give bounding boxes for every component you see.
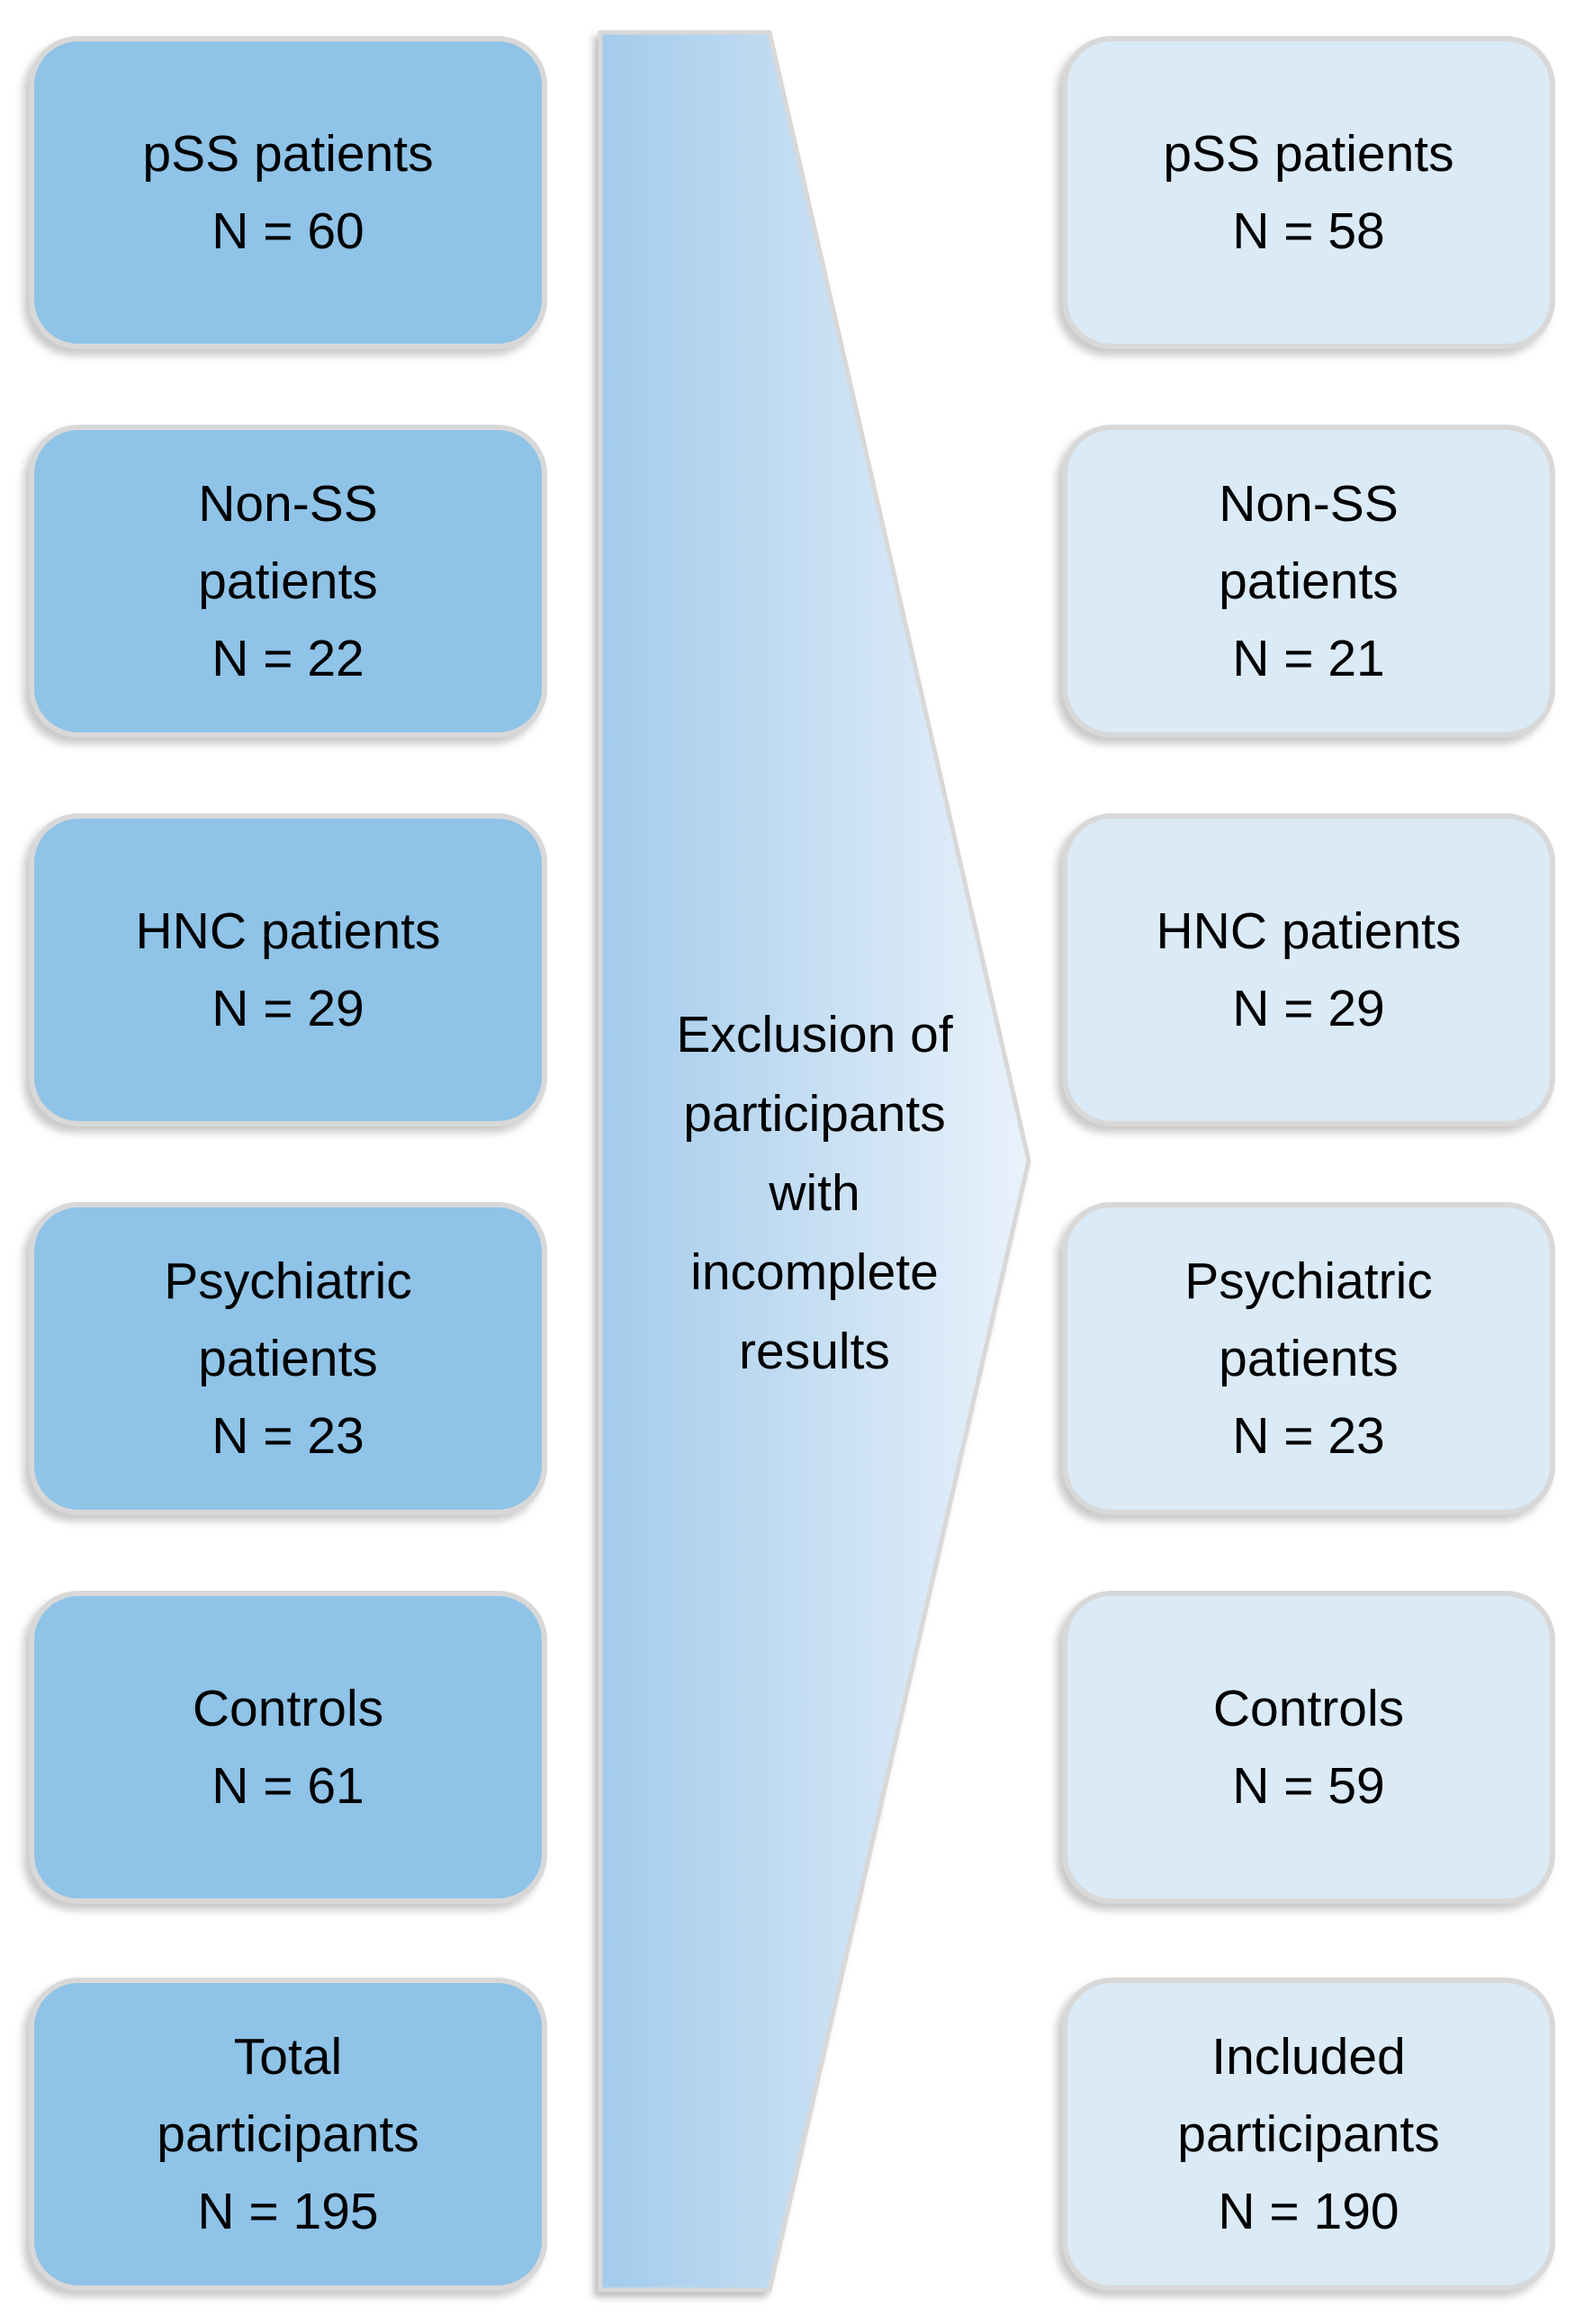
right-box-pss-patients: pSS patients N = 58 [1062,36,1555,349]
right-box-hnc-patients: HNC patients N = 29 [1062,813,1555,1126]
left-box-total-participants-label: Total participants N = 195 [157,2028,419,2240]
left-box-hnc-patients-label: HNC patients N = 29 [135,902,441,1037]
right-box-pss-patients-label: pSS patients N = 58 [1163,125,1454,260]
right-box-non-ss-patients: Non-SS patients N = 21 [1062,425,1555,738]
left-box-hnc-patients: HNC patients N = 29 [29,813,547,1126]
exclusion-arrow-label: Exclusion of participants with incomplet… [676,1006,953,1380]
right-box-non-ss-patients-label: Non-SS patients N = 21 [1219,475,1399,687]
right-box-controls-label: Controls N = 59 [1212,1680,1405,1815]
right-box-hnc-patients-label: HNC patients N = 29 [1156,902,1462,1037]
left-box-non-ss-patients: Non-SS patients N = 22 [29,425,547,738]
left-box-controls: Controls N = 61 [29,1591,547,1904]
right-box-included-participants-label: Included participants N = 190 [1177,2028,1440,2240]
left-box-psychiatric-patients-label: Psychiatric patients N = 23 [164,1252,412,1465]
left-box-pss-patients: pSS patients N = 60 [29,36,547,349]
right-box-controls: Controls N = 59 [1062,1591,1555,1904]
left-box-pss-patients-label: pSS patients N = 60 [142,125,434,260]
right-box-psychiatric-patients-label: Psychiatric patients N = 23 [1184,1252,1433,1465]
left-box-total-participants: Total participants N = 195 [29,1978,547,2291]
right-box-included-participants: Included participants N = 190 [1062,1978,1555,2291]
exclusion-arrow-shape [598,30,1031,2293]
right-box-psychiatric-patients: Psychiatric patients N = 23 [1062,1202,1555,1515]
left-box-psychiatric-patients: Psychiatric patients N = 23 [29,1202,547,1515]
left-box-non-ss-patients-label: Non-SS patients N = 22 [198,475,378,687]
left-box-controls-label: Controls N = 61 [192,1680,384,1815]
